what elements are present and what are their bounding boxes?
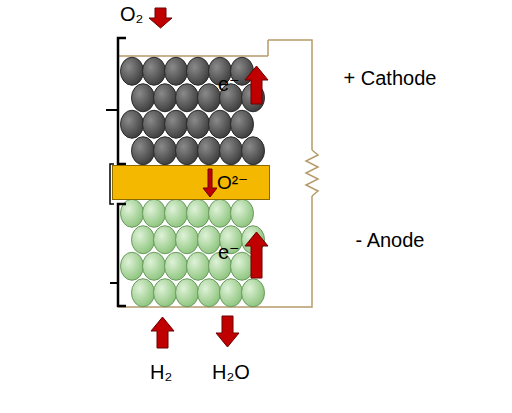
electrode-particle [187, 110, 210, 138]
bracket [118, 38, 126, 164]
electron-label: e⁻ [218, 240, 240, 264]
electrode-particle [231, 110, 254, 138]
ion-arrow [203, 169, 217, 197]
electrode-particle [132, 137, 155, 165]
electrode-particle [143, 57, 166, 85]
electrode-particle [165, 252, 188, 280]
bracket [110, 282, 118, 284]
electrode-particle [220, 279, 243, 307]
circuit-wire [268, 40, 312, 150]
gas-label: H₂ [150, 360, 172, 384]
electrode-particle [154, 279, 177, 307]
electrode-particle [242, 137, 265, 165]
electrode-particle [154, 137, 177, 165]
flow-arrow [151, 317, 174, 348]
electron-label: e⁻ [218, 72, 240, 96]
electrode-particle [165, 199, 188, 227]
electrode-particle [198, 137, 221, 165]
electrode-particle [187, 57, 210, 85]
electrode-particle [198, 84, 221, 112]
electrode-particle [209, 110, 232, 138]
collector-line [118, 55, 268, 57]
electrode-particle [132, 279, 155, 307]
electrode-particle [220, 137, 243, 165]
electrode-particle [132, 84, 155, 112]
gas-label: H₂O [212, 360, 250, 384]
electrolyte-band: O²⁻ [112, 165, 270, 200]
flow-arrow [216, 316, 239, 347]
electrode-particle [231, 199, 254, 227]
electrode-label: + Cathode [340, 66, 440, 90]
electrode-particle [154, 226, 177, 254]
ion-label: O²⁻ [217, 172, 248, 194]
electrode-particle [176, 226, 199, 254]
bracket [106, 109, 118, 111]
electrode-particle [198, 226, 221, 254]
circuit-wire [267, 40, 269, 56]
electrode-particle [176, 84, 199, 112]
electron-arrow [245, 66, 268, 104]
electrode-particle [143, 110, 166, 138]
electrode-particle [143, 252, 166, 280]
electrode-particle [176, 137, 199, 165]
gas-label: O₂ [120, 2, 143, 26]
electrode-particle [132, 226, 155, 254]
flow-arrow [149, 8, 172, 28]
resistor-symbol [306, 150, 318, 196]
electrode-particle [121, 252, 144, 280]
electrode-particle [121, 110, 144, 138]
bracket [118, 204, 126, 306]
electrode-particle [176, 279, 199, 307]
electrode-particle [165, 57, 188, 85]
electron-arrow [245, 232, 268, 278]
electrode-particle [121, 57, 144, 85]
electrode-particle [242, 279, 265, 307]
electrode-particle [154, 84, 177, 112]
electrode-particle [143, 199, 166, 227]
electrode-particle [209, 199, 232, 227]
electrode-particle [165, 110, 188, 138]
electrode-particle [187, 199, 210, 227]
electrode-particle [198, 279, 221, 307]
circuit-wire [268, 196, 312, 307]
electrode-label: - Anode [340, 228, 440, 252]
electrode-particle [187, 252, 210, 280]
